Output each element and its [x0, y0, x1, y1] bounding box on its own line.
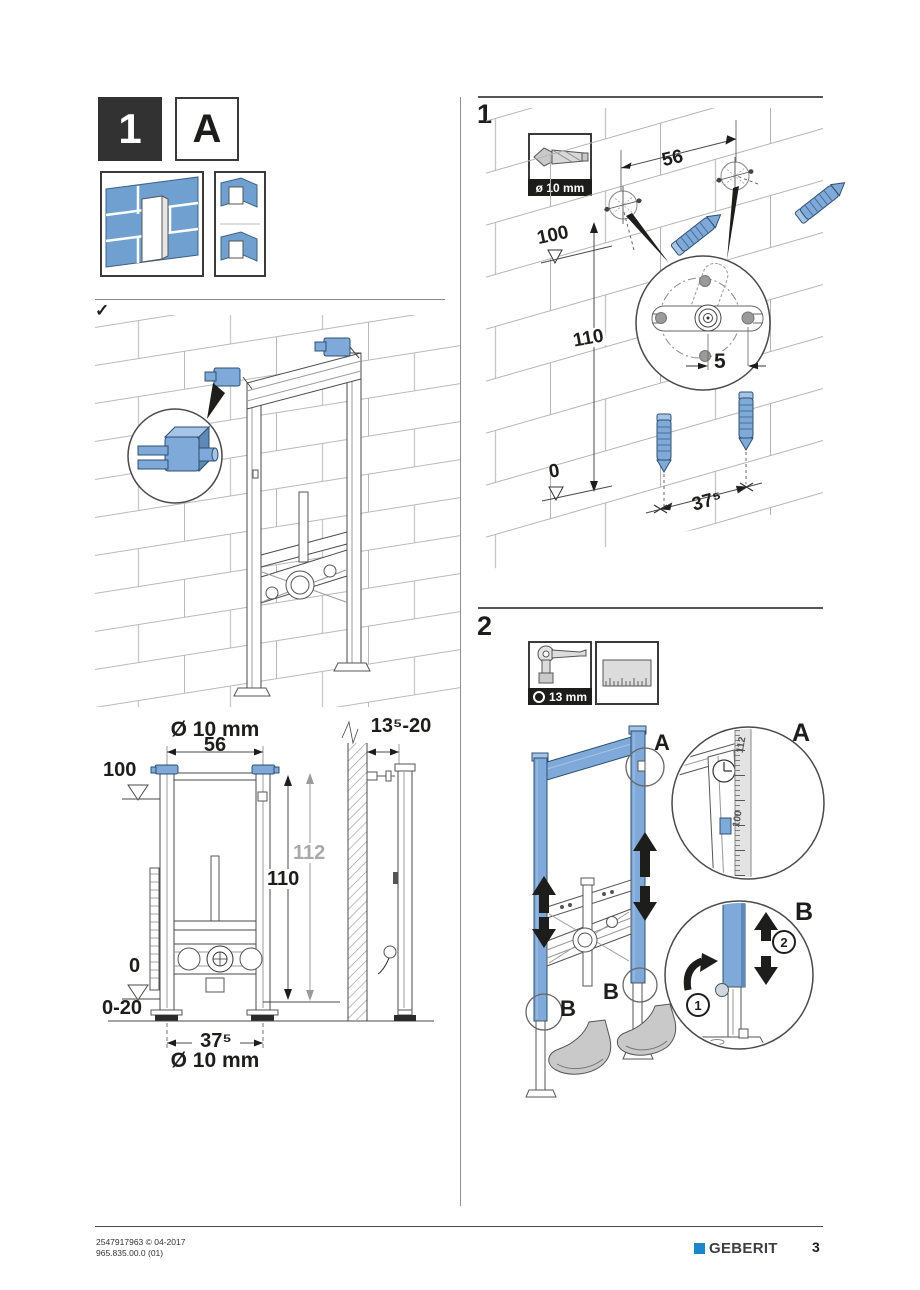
isometric-frame-drawing — [95, 315, 460, 707]
blue-frame — [525, 725, 654, 1098]
circled-step-2-number: 2 — [780, 934, 788, 950]
tool-ruler-box — [595, 641, 659, 705]
tool-wrench-box — [528, 641, 592, 690]
detail-a-callout — [671, 726, 825, 880]
wrench-size-label: 13 mm — [548, 689, 588, 704]
socket-wrench-icon — [537, 645, 587, 684]
dim-56: 56 — [203, 734, 227, 756]
frame-front-view — [149, 764, 280, 1021]
solid-wall-icon — [105, 176, 199, 268]
geberit-logo: GEBERIT — [694, 1240, 778, 1257]
left-section-rule — [95, 299, 445, 300]
section2-rule — [478, 607, 823, 609]
callout-circle-b-right — [622, 967, 658, 1003]
label-b-right: B — [603, 979, 619, 1004]
dim-37-5-line — [645, 482, 763, 514]
drill-hole-marks — [603, 157, 754, 224]
pictogram-corner-walls — [214, 171, 266, 277]
frame-side-view — [366, 763, 416, 1021]
callout-circle-a — [625, 747, 665, 787]
socket-ring-icon — [532, 690, 545, 703]
footer-doc-number: 2547917963 © 04-2017 — [96, 1237, 186, 1247]
checkmark: ✓ — [95, 301, 110, 320]
variant-box: A — [175, 97, 239, 161]
variant-letter: A — [192, 106, 222, 151]
column-divider — [460, 97, 461, 1206]
section1-rule — [478, 96, 823, 98]
geberit-logo-text: GEBERIT — [709, 1240, 778, 1257]
footer-doc-info: 2547917963 © 04-2017 965.835.00.0 (01) — [96, 1237, 185, 1258]
dim-drill-top: Ø 10 mm — [170, 718, 260, 741]
brick-wall — [95, 315, 460, 707]
circled-step-2: 2 — [772, 930, 796, 954]
dim-112: 112 — [291, 842, 328, 864]
dim-0: 0 — [129, 955, 141, 977]
step-number: 1 — [118, 105, 142, 152]
dim-drill-bottom: Ø 10 mm — [170, 1049, 260, 1072]
front-side-dimension-drawing — [108, 720, 434, 1051]
dim-37-5: 37⁵ — [192, 1031, 240, 1051]
bracket-detail-callout — [127, 408, 223, 504]
adjust-arrows — [532, 832, 657, 948]
section2-adjust-diagram — [525, 725, 825, 1098]
section2-number: 2 — [477, 611, 493, 641]
label-b-left: B — [560, 996, 576, 1021]
circled-step-1-number: 1 — [694, 997, 702, 1013]
section1-drilling-diagram — [486, 108, 850, 570]
corner-wall-icons — [220, 177, 260, 262]
pictogram-solid-wall — [100, 171, 204, 277]
boots — [548, 1003, 677, 1075]
tool-wrench-label-strip: 13 mm — [528, 688, 592, 705]
ruler-icon — [602, 659, 652, 687]
anchor-plate-detail-callout — [635, 255, 771, 391]
label-a-detail: A — [792, 719, 811, 747]
detail-pointer — [207, 383, 225, 419]
detail-b-callout — [664, 900, 814, 1050]
wall-anchors — [623, 175, 850, 506]
label-a-frame: A — [654, 730, 670, 755]
footer-doc-code: 965.835.00.0 (01) — [96, 1247, 164, 1258]
label-b-detail: B — [795, 898, 814, 926]
dim-0-20: 0-20 — [102, 997, 143, 1019]
hatched-wall-section — [341, 720, 368, 1021]
s1-dim-5: 5 — [712, 350, 728, 373]
mounting-frame — [204, 337, 371, 697]
s1-dim-56: 56 — [659, 145, 686, 172]
callout-circle-b-left — [525, 993, 563, 1031]
footer-rule — [95, 1226, 823, 1227]
step-number-box: 1 — [98, 97, 162, 161]
page-number: 3 — [812, 1239, 820, 1255]
dim-100: 100 — [103, 759, 137, 781]
dim-depth-range: 13⁵-20 — [370, 715, 432, 737]
geberit-logo-square — [694, 1243, 705, 1254]
dim-110: 110 — [265, 868, 302, 890]
circled-step-1: 1 — [686, 993, 710, 1017]
